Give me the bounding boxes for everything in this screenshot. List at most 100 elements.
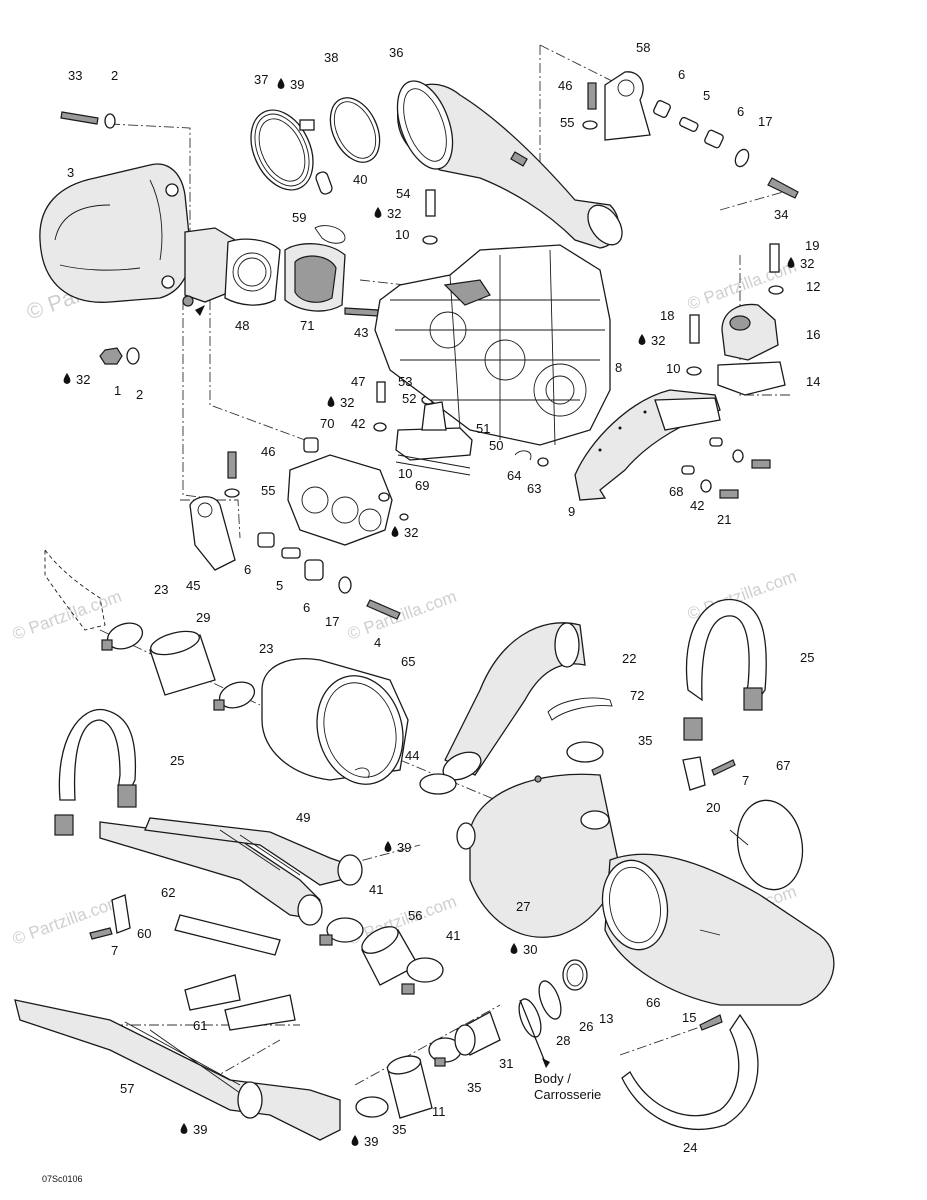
part-number-callout: 52: [402, 391, 416, 406]
elbow-pipe-part: [396, 80, 623, 249]
tie-strap-part: [736, 799, 804, 891]
part-number-callout: 53: [398, 374, 412, 389]
part-number-callout: 64: [507, 468, 521, 483]
part-number-callout: 13: [599, 1011, 613, 1026]
part-number-callout: 32: [800, 256, 814, 271]
bracket-arm-part: [574, 389, 771, 501]
part-number-callout: 32: [651, 333, 665, 348]
reference-pipe-part: [44, 548, 106, 631]
part-number-callout: 8: [615, 360, 622, 375]
part-number-callout: 44: [405, 748, 419, 763]
part-number-callout: 37: [254, 72, 268, 87]
part-number-callout: 15: [682, 1010, 696, 1025]
body-label-line-2: Carrosserie: [534, 1087, 601, 1102]
exhaust-support-bracket-part: [189, 451, 401, 620]
part-number-callout: 58: [636, 40, 650, 55]
part-number-callout: 30: [523, 942, 537, 957]
sealant-drop-icon: [327, 396, 335, 407]
part-number-callout: 51: [476, 421, 490, 436]
part-number-callout: 24: [683, 1140, 697, 1155]
part-number-callout: 61: [193, 1018, 207, 1033]
part-number-callout: 39: [193, 1122, 207, 1137]
part-number-callout: 56: [408, 908, 422, 923]
part-number-callout: 25: [170, 753, 184, 768]
strap-part: [54, 598, 767, 836]
pads-and-bracket-part: [89, 894, 296, 1031]
part-number-callout: 66: [646, 995, 660, 1010]
sealant-drop-icon: [351, 1135, 359, 1146]
hose-clamp-part: [101, 622, 256, 711]
hose-clamp-part: [566, 741, 604, 763]
o-ring-part: [329, 97, 381, 163]
part-number-callout: 57: [120, 1081, 134, 1096]
part-number-callout: 39: [397, 840, 411, 855]
part-number-callout: 32: [387, 206, 401, 221]
part-number-callout: 6: [737, 104, 744, 119]
body-label: Body / Carrosserie: [534, 1071, 601, 1102]
part-number-callout: 40: [353, 172, 367, 187]
part-number-callout: 46: [558, 78, 572, 93]
part-number-callout: 32: [340, 395, 354, 410]
part-number-callout: 47: [351, 374, 365, 389]
watermark-text: © Partzilla.com: [345, 587, 459, 644]
part-number-callout: 28: [556, 1033, 570, 1048]
coupling-hose-part: [149, 630, 216, 696]
part-number-callout: 39: [364, 1134, 378, 1149]
part-number-callout: 14: [806, 374, 820, 389]
part-number-callout: 20: [706, 800, 720, 815]
tail-pipe-part: [14, 999, 341, 1141]
sealant-drop-icon: [510, 943, 518, 954]
part-number-callout: 11: [432, 1104, 446, 1119]
clamp-ring-part: [250, 109, 315, 191]
part-number-callout: 62: [161, 885, 175, 900]
sealant-drop-icon: [63, 373, 71, 384]
clip-part: [314, 225, 346, 244]
part-number-callout: 17: [325, 614, 339, 629]
hose-clamp-part: [419, 773, 457, 795]
part-number-callout: 2: [136, 387, 143, 402]
part-number-callout: 38: [324, 50, 338, 65]
part-number-callout: 72: [630, 688, 644, 703]
part-number-callout: 25: [800, 650, 814, 665]
engine-part: [374, 244, 611, 446]
part-number-callout: 23: [259, 641, 273, 656]
muffler-part: [456, 773, 621, 938]
part-number-callout: 59: [292, 210, 306, 225]
watermark-text: © Partzilla.com: [10, 892, 124, 949]
outlet-pipe-part: [442, 622, 586, 781]
part-number-callout: 69: [415, 478, 429, 493]
part-number-callout: 26: [579, 1019, 593, 1034]
part-number-callout: 4: [374, 635, 381, 650]
part-number-callout: 32: [76, 372, 90, 387]
part-number-callout: 10: [666, 361, 680, 376]
exhaust-manifold-part: [39, 163, 236, 316]
part-number-callout: 50: [489, 438, 503, 453]
part-number-callout: 71: [300, 318, 314, 333]
part-number-callout: 6: [303, 600, 310, 615]
reference-code: 07Sc0106: [42, 1174, 83, 1184]
part-number-callout: 55: [261, 483, 275, 498]
part-number-callout: 35: [638, 733, 652, 748]
part-number-callout: 36: [389, 45, 403, 60]
part-number-callout: 16: [806, 327, 820, 342]
part-number-callout: 29: [196, 610, 210, 625]
small-bracket-part: [682, 756, 736, 791]
part-number-callout: 43: [354, 325, 368, 340]
part-number-callout: 5: [703, 88, 710, 103]
part-number-callout: 27: [516, 899, 530, 914]
exhaust-manifold-lower-part: [287, 437, 549, 546]
hose-and-clamps-part: [319, 917, 444, 995]
part-number-callout: 35: [392, 1122, 406, 1137]
cable-tie-part: [547, 697, 613, 721]
watermark-text: © Partzilla.com: [10, 587, 124, 644]
part-number-callout: 18: [660, 308, 674, 323]
part-number-callout: 39: [290, 77, 304, 92]
engine-mount-part: [395, 401, 473, 476]
part-number-callout: 70: [320, 416, 334, 431]
part-number-callout: 19: [805, 238, 819, 253]
strap-bracket-part: [621, 1013, 759, 1130]
part-number-callout: 6: [244, 562, 251, 577]
mounting-bracket-part: [604, 71, 651, 141]
